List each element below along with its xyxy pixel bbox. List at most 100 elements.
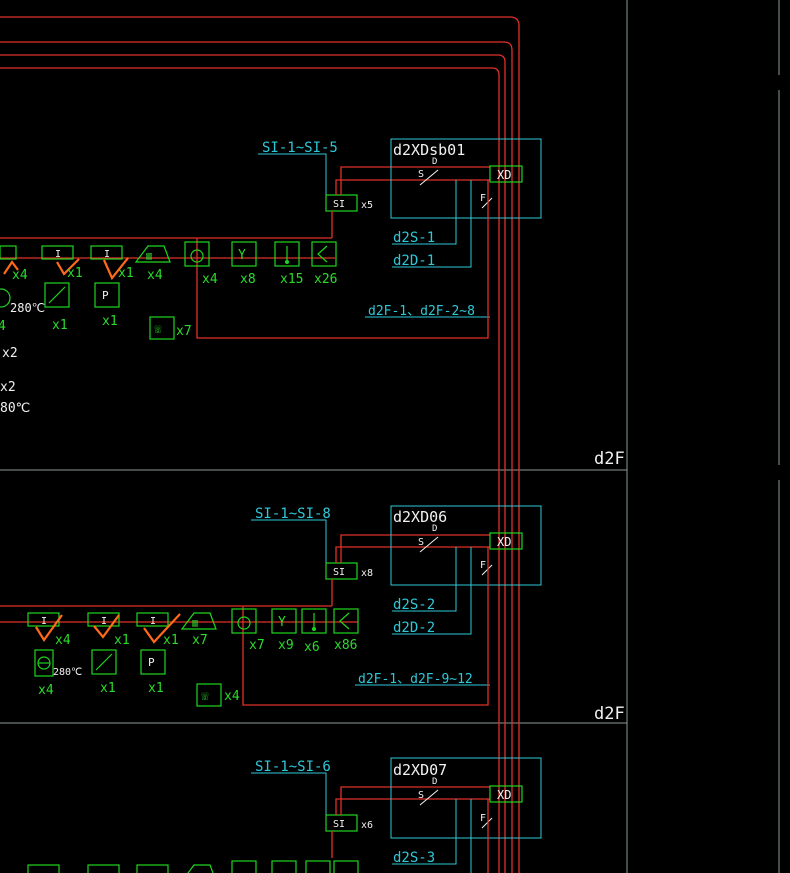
damper-icon[interactable] <box>333 608 359 634</box>
sounder-icon[interactable] <box>182 864 216 873</box>
smoke-vent-icon[interactable] <box>271 608 297 634</box>
xd-box[interactable] <box>489 785 523 803</box>
circuit-s: d2S-2 <box>393 597 435 613</box>
damper-icon[interactable] <box>333 860 359 873</box>
lower-device-row: 280℃ P 4 x1 x1 ☏ x7 x2 x2 80℃ <box>0 282 192 416</box>
smoke-vent-icon[interactable] <box>271 860 297 873</box>
temp-label: 280℃ <box>53 667 82 678</box>
device-row <box>27 860 359 873</box>
device-count: x86 <box>334 638 357 653</box>
sounder-glyph: ▥ <box>192 618 198 629</box>
damper-icon[interactable] <box>311 241 337 267</box>
manual-alarm-glyph: I <box>55 249 61 260</box>
f-label: F <box>480 193 486 204</box>
device-row: I I I ▥ Y x4 x1 x1 x7 x7 x9 x6 <box>27 608 359 655</box>
lower-device-row: 280℃ P x4 x1 x1 ☏ x4 <box>34 649 240 707</box>
d-label: D <box>432 777 437 787</box>
s-label: S <box>418 169 424 180</box>
panel-id: d2XD07 <box>393 761 447 779</box>
si-count: x8 <box>361 568 373 579</box>
phone-glyph: ☏ <box>201 689 209 704</box>
si-module-label: SI <box>333 199 345 210</box>
section-2: SI-1~SI-8 SI x8 d2XD06 XD S D F d2S-2 d2… <box>0 505 542 707</box>
device-count: 4 <box>0 319 6 334</box>
s-label: S <box>418 537 424 548</box>
xd-box[interactable] <box>489 532 523 550</box>
fire-valve-icon[interactable] <box>301 608 327 634</box>
phone-glyph: ☏ <box>154 322 162 337</box>
switch-icon[interactable] <box>44 282 70 308</box>
phone-icon[interactable] <box>196 683 222 707</box>
temp-detector-icon[interactable] <box>0 288 11 308</box>
smoke-vent-glyph: Y <box>278 615 286 630</box>
manual-alarm-button[interactable] <box>90 245 123 260</box>
panel-id: d2XD06 <box>393 508 447 526</box>
device-count: x1 <box>163 633 179 648</box>
si-range-label: SI-1~SI-8 <box>255 506 331 522</box>
device-count: x8 <box>240 272 256 287</box>
valve-mark <box>56 258 80 276</box>
device-count: x1 <box>114 633 130 648</box>
partial-count: x2 <box>0 380 16 395</box>
device-count: x1 <box>102 314 118 329</box>
device-count: x1 <box>52 318 68 333</box>
valve-mark <box>93 614 120 639</box>
d-label: D <box>432 524 437 534</box>
xd-label: XD <box>497 788 511 802</box>
partial-temp: 80℃ <box>0 401 30 416</box>
manual-alarm-button[interactable] <box>0 245 17 260</box>
f-label: F <box>480 813 486 824</box>
device-count: x1 <box>67 266 83 281</box>
manual-alarm-button[interactable] <box>87 864 120 873</box>
device-row: I I ▥ Y x4 x1 x1 x4 x4 x8 x15 x26 <box>0 241 337 287</box>
pressure-switch-icon[interactable] <box>94 282 120 308</box>
floor-label: d2F <box>594 704 625 724</box>
manual-alarm-glyph: I <box>104 249 110 260</box>
partial-count: x2 <box>2 346 18 361</box>
d-label: D <box>432 157 437 167</box>
extra-count: x4 <box>224 689 240 704</box>
valve-mark <box>35 614 63 642</box>
pressure-switch-icon[interactable] <box>140 649 166 675</box>
smoke-vent-icon[interactable] <box>231 241 257 267</box>
temp-label: 280℃ <box>10 301 45 315</box>
manual-alarm-button[interactable] <box>87 612 120 627</box>
device-count: x4 <box>147 268 163 283</box>
fire-valve-icon[interactable] <box>305 860 331 873</box>
xd-panel-frame <box>390 505 542 586</box>
sounder-glyph: ▥ <box>146 251 152 262</box>
manual-alarm-glyph: I <box>41 616 47 627</box>
pressure-glyph: P <box>148 656 155 669</box>
manual-alarm-button[interactable] <box>27 864 60 873</box>
sounder-icon[interactable] <box>134 245 171 263</box>
phone-icon[interactable] <box>149 316 175 340</box>
smoke-detector-icon[interactable] <box>184 241 210 267</box>
xd-box[interactable] <box>489 165 523 183</box>
temp-detector-icon[interactable] <box>34 649 54 677</box>
device-count: x7 <box>249 638 265 653</box>
device-count: x4 <box>38 683 54 698</box>
circuit-s: d2S-3 <box>393 850 435 866</box>
sounder-icon[interactable] <box>180 612 217 630</box>
valve-mark <box>102 257 129 281</box>
smoke-detector-icon[interactable] <box>231 860 257 873</box>
section-1: SI-1~SI-5 SI x5 d2XDsb01 XD S D F d2S-1 … <box>0 138 542 416</box>
fire-circuits: d2F-1、d2F-2~8 <box>368 304 475 319</box>
trunk-risers <box>0 16 520 873</box>
section-3: SI-1~SI-6 SI x6 d2XD07 XD S D F d2S-3 <box>27 757 542 873</box>
device-count: x26 <box>314 272 337 287</box>
device-count: x1 <box>118 266 134 281</box>
fire-valve-icon[interactable] <box>274 241 300 267</box>
si-range-label: SI-1~SI-5 <box>262 140 338 156</box>
circuit-d: d2D-2 <box>393 620 435 636</box>
switch-icon[interactable] <box>91 649 117 675</box>
manual-alarm-button[interactable] <box>136 612 169 627</box>
si-count: x6 <box>361 820 373 831</box>
circuit-s: d2S-1 <box>393 230 435 246</box>
manual-alarm-glyph: I <box>150 616 156 627</box>
manual-alarm-button[interactable] <box>136 864 169 873</box>
fire-circuits: d2F-1、d2F-9~12 <box>358 672 473 687</box>
smoke-detector-icon[interactable] <box>231 608 257 634</box>
manual-alarm-button[interactable] <box>41 245 74 260</box>
